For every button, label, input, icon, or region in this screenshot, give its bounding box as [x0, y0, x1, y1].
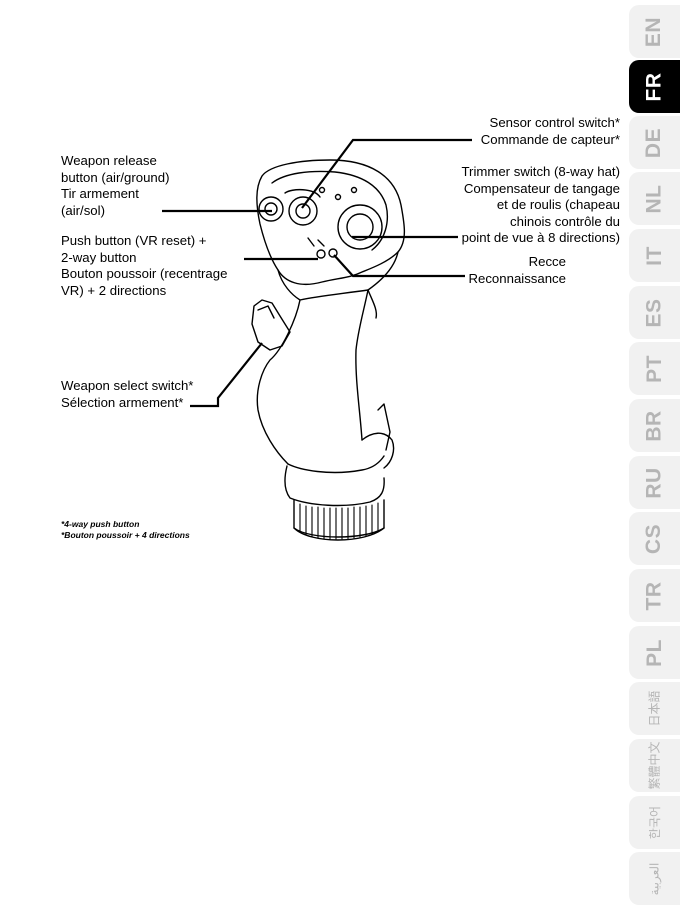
callout-line: et de roulis (chapeau [496, 197, 620, 212]
tab-zh-tw[interactable]: 繁體中文 [629, 739, 680, 792]
tab-br[interactable]: BR [629, 399, 680, 452]
tab-de[interactable]: DE [629, 116, 680, 169]
tab-label: 한국어 [648, 805, 662, 840]
tab-label: ES [642, 297, 666, 328]
callout-line: Sélection armement* [61, 394, 184, 410]
tab-tr[interactable]: TR [629, 569, 680, 622]
tab-nl[interactable]: NL [629, 172, 680, 225]
callout-line: Compensateur de tangage [463, 180, 620, 196]
sensor-control-callout: Sensor control switch* Commande de capte… [470, 115, 620, 148]
language-tabs: EN FR DE NL IT ES PT BR RU CS TR PL 日本語 … [629, 0, 680, 908]
tab-ar[interactable]: العربية [629, 852, 680, 905]
callout-line: Commande de capteur* [480, 131, 620, 147]
tab-ja[interactable]: 日本語 [629, 682, 680, 735]
tab-label: TR [642, 581, 666, 610]
joystick-illustration [162, 138, 472, 541]
callout-line: button (air/ground) [61, 169, 170, 185]
callout-line: Push button (VR reset) + [61, 233, 207, 248]
footnote: *4-way push button *Bouton poussoir + 4 … [61, 519, 190, 541]
tab-ko[interactable]: 한국어 [629, 796, 680, 849]
callout-line: 2-way button [61, 249, 137, 265]
tab-fr[interactable]: FR [629, 60, 680, 113]
tab-it[interactable]: IT [629, 229, 680, 282]
footnote-line: *4-way push button [61, 519, 140, 529]
weapon-release-callout: Weapon release button (air/ground) Tir a… [61, 153, 170, 219]
tab-pl[interactable]: PL [629, 626, 680, 679]
callout-line: Weapon release [61, 153, 157, 168]
trimmer-switch-callout: Trimmer switch (8-way hat) Compensateur … [440, 164, 620, 247]
recce-callout: Recce Reconnaissance [460, 254, 566, 287]
callout-line: chinois contrôle du [510, 213, 620, 229]
tab-label: RU [642, 466, 666, 499]
callout-line: Trimmer switch (8-way hat) [461, 164, 620, 179]
tab-en[interactable]: EN [629, 5, 680, 58]
tab-label: CS [642, 523, 666, 554]
weapon-select-callout: Weapon select switch* Sélection armement… [61, 378, 193, 411]
tab-label: NL [642, 184, 666, 213]
tab-ru[interactable]: RU [629, 456, 680, 509]
callout-line: Recce [528, 254, 566, 269]
callout-line: Bouton poussoir (recentrage [61, 266, 228, 281]
tab-label: IT [642, 245, 666, 266]
push-button-callout: Push button (VR reset) + 2-way button Bo… [61, 233, 227, 299]
callout-line: Reconnaissance [468, 270, 566, 286]
callout-line: point de vue à 8 directions) [461, 230, 620, 245]
callout-line: (air/sol) [61, 202, 105, 218]
tab-label: 繁體中文 [647, 741, 662, 790]
callout-line: Weapon select switch* [61, 378, 194, 393]
tab-cs[interactable]: CS [629, 512, 680, 565]
tab-es[interactable]: ES [629, 286, 680, 339]
callout-line: Sensor control switch* [489, 115, 620, 130]
footnote-line: *Bouton poussoir + 4 directions [61, 530, 190, 540]
tab-label: 日本語 [647, 690, 662, 727]
callout-line: VR) + 2 directions [61, 282, 167, 298]
tab-label: DE [642, 127, 666, 158]
tab-label: PT [642, 354, 666, 383]
tab-label: PL [642, 638, 666, 667]
tab-label: EN [642, 16, 666, 47]
tab-label: FR [642, 72, 666, 101]
tab-label: BR [642, 409, 666, 442]
tab-pt[interactable]: PT [629, 342, 680, 395]
callout-line: Tir armement [61, 186, 139, 201]
tab-label: العربية [647, 862, 662, 895]
